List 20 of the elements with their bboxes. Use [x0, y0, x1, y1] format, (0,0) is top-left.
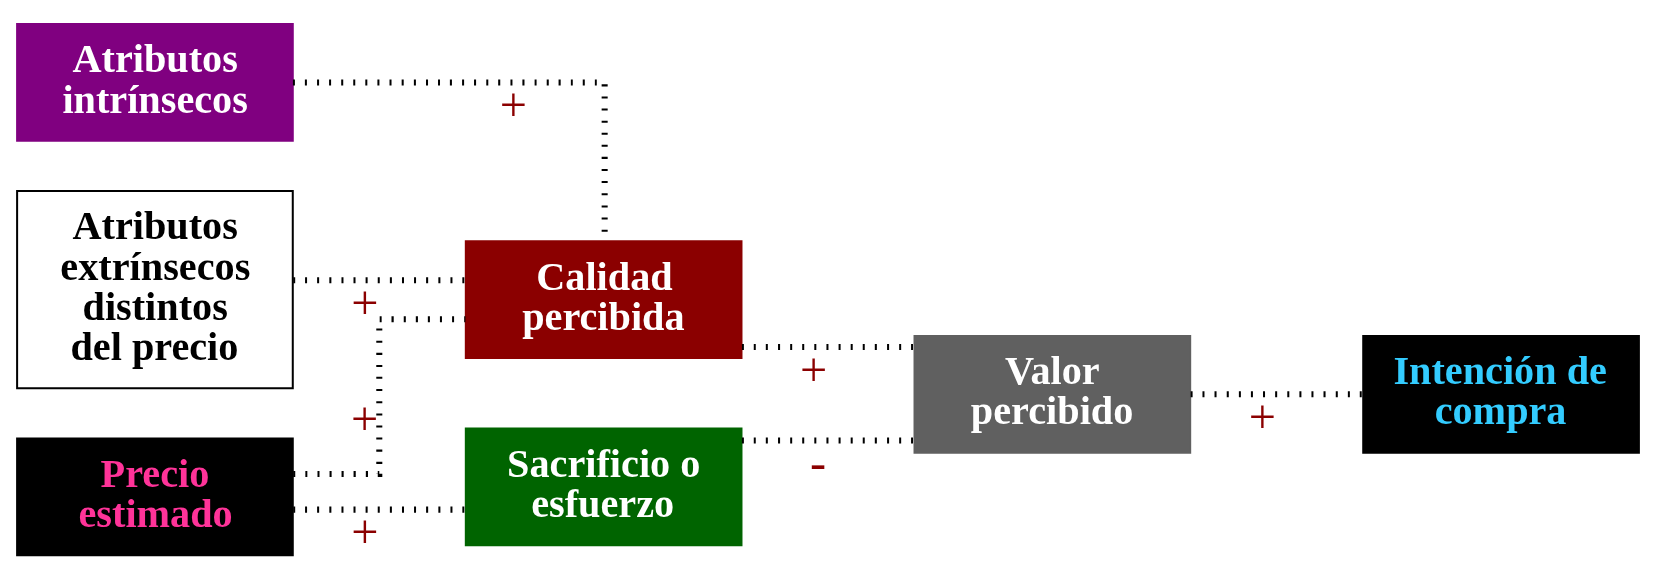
connector	[293, 277, 466, 284]
node-box: Intención de compra	[1362, 334, 1640, 454]
connector	[293, 316, 466, 478]
edge-label: +	[800, 342, 828, 396]
node-box: Precio estimado	[16, 437, 294, 557]
connector	[741, 437, 915, 444]
edge-label: +	[499, 78, 528, 132]
edge-label: +	[351, 275, 379, 329]
connector	[1190, 391, 1364, 398]
edge-label: +	[351, 505, 379, 559]
edge-label: +	[1248, 389, 1276, 443]
node-box: Calidad percibida	[464, 240, 743, 360]
node-box: Atributos intrínsecos	[16, 23, 294, 142]
node-box: Sacrificio o esfuerzo	[464, 427, 743, 547]
node-box: Valor percibido	[913, 334, 1192, 454]
connector	[741, 344, 915, 350]
edge-label: +	[351, 392, 379, 446]
node-box: Atributos extrínsecos distintos del precio	[16, 190, 294, 390]
edge-label: -	[810, 436, 827, 490]
connector	[293, 506, 466, 513]
